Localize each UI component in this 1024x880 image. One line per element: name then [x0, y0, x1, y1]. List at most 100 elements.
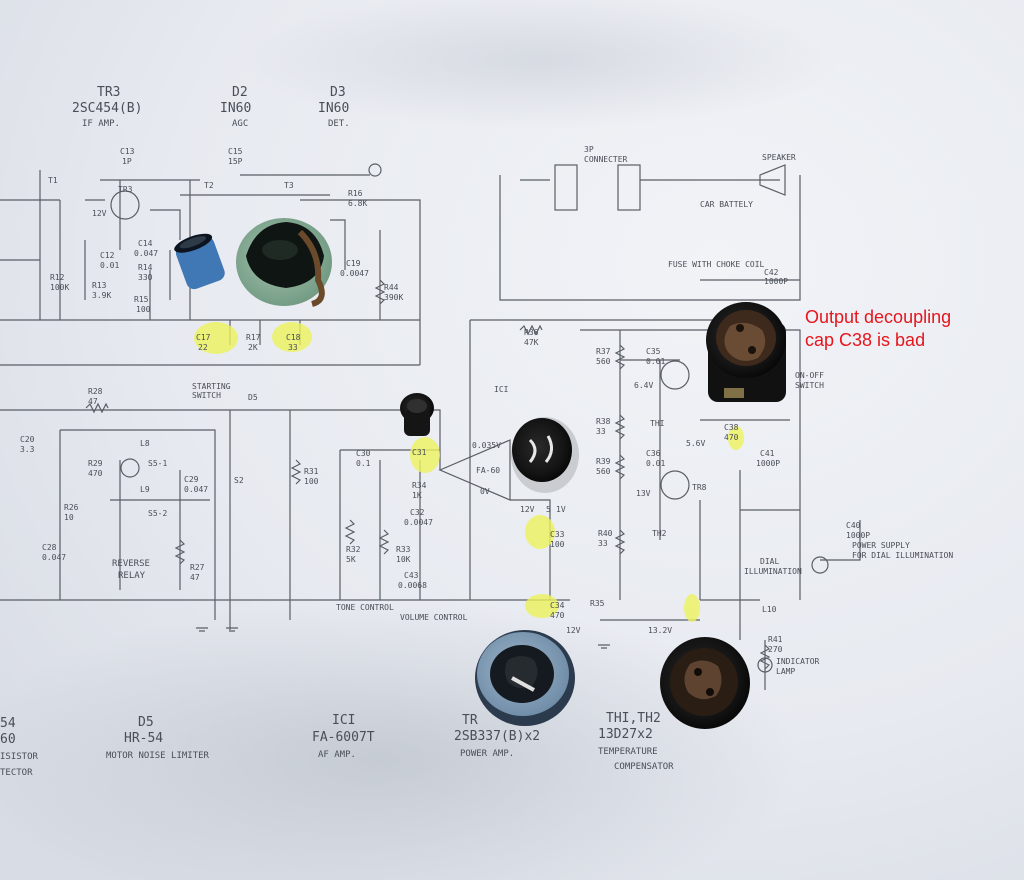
- c15-value: 15P: [228, 157, 243, 166]
- c38-value: 470: [724, 433, 739, 442]
- c42-label: C42: [764, 268, 779, 277]
- th2-label: TH2: [652, 529, 667, 538]
- r39-value: 560: [596, 467, 611, 476]
- r27-value: 47: [190, 573, 200, 582]
- annotation-line2: cap C38 is bad: [805, 330, 925, 350]
- c28-label: C28: [42, 543, 57, 552]
- d2-caption-part: IN60: [220, 101, 251, 116]
- v5-6-label: 5.6V: [686, 439, 705, 448]
- c42-value: 1000P: [764, 277, 788, 286]
- bad-capacitor-c38: [706, 302, 786, 402]
- ic1-label: ICI: [494, 385, 509, 394]
- annotation-line1: Output decoupling: [805, 307, 951, 327]
- ic1-caption-part: FA-6007T: [312, 730, 375, 745]
- r33-label: R33: [396, 545, 411, 554]
- d3-caption-part: IN60: [318, 101, 349, 116]
- r12-value: 100K: [50, 283, 69, 292]
- c17-value: 22: [198, 343, 208, 352]
- tr8-label: TR8: [692, 483, 707, 492]
- r28-label: R28: [88, 387, 103, 396]
- tone-control-label: TONE CONTROL: [336, 603, 394, 612]
- c41-value: 1000P: [756, 459, 780, 468]
- r34-value: 1K: [412, 491, 422, 500]
- r31-label: R31: [304, 467, 319, 476]
- ic1-caption-role: AF AMP.: [318, 750, 356, 760]
- dial-label: DIAL: [760, 557, 779, 566]
- r26-value: 10: [64, 513, 74, 522]
- starting-switch-label: STARTING: [192, 382, 231, 391]
- on-off-label: ON-OFF: [795, 371, 824, 380]
- r36-value: 47K: [524, 338, 539, 347]
- d3-caption-name: D3: [330, 85, 346, 100]
- r28-value: 47: [88, 397, 98, 406]
- d4-caption-name: 54: [0, 716, 16, 731]
- d5-caption-role: MOTOR NOISE LIMITER: [106, 751, 210, 761]
- c43-value: 0.0068: [398, 581, 427, 590]
- blue-capacitor-large: [475, 630, 575, 726]
- v13-2-label: 13.2V: [648, 626, 672, 635]
- c19-label: C19: [346, 259, 361, 268]
- r16-label: R16: [348, 189, 363, 198]
- r33-value: 10K: [396, 555, 411, 564]
- black-capacitor-bottom: [660, 637, 750, 729]
- c17-label: C17: [196, 333, 211, 342]
- d5-caption-name: D5: [138, 715, 154, 730]
- c36-value: 0.01: [646, 459, 665, 468]
- c14-label: C14: [138, 239, 153, 248]
- v12b-label: 12V: [520, 505, 535, 514]
- r15-value: 100: [136, 305, 151, 314]
- c32-value: 0.0047: [404, 518, 433, 527]
- dial-label-2: ILLUMINATION: [744, 567, 802, 576]
- bottom-captions: 54 60 ISISTOR TECTOR D5 HR-54 MOTOR NOIS…: [0, 711, 674, 778]
- r37-value: 560: [596, 357, 611, 366]
- ic1-caption-name: ICI: [332, 713, 355, 728]
- tr3-caption-role: IF AMP.: [82, 119, 120, 129]
- t2-label: T2: [204, 181, 214, 190]
- s2-label: S2: [234, 476, 244, 485]
- r32-label: R32: [346, 545, 361, 554]
- c35-value: 0.01: [646, 357, 665, 366]
- r44-value: 390K: [384, 293, 403, 302]
- l9-label: L9: [140, 485, 150, 494]
- volume-control-label: VOLUME CONTROL: [400, 613, 468, 622]
- r40-label: R40: [598, 529, 613, 538]
- c36-label: C36: [646, 449, 661, 458]
- l10-label: L10: [762, 605, 777, 614]
- d5-caption-part: HR-54: [124, 731, 163, 746]
- d4-caption-role1: ISISTOR: [0, 752, 39, 762]
- r35-label: R35: [590, 599, 605, 608]
- r14-value: 330: [138, 273, 153, 282]
- c29-label: C29: [184, 475, 199, 484]
- v5-label: 5: [546, 505, 551, 514]
- connector-label-2: CONNECTER: [584, 155, 628, 164]
- tr-caption-role: POWER AMP.: [460, 749, 514, 759]
- c31-label: C31: [412, 448, 427, 457]
- r16-value: 6.8K: [348, 199, 367, 208]
- r27-label: R27: [190, 563, 205, 572]
- v6-4-label: 6.4V: [634, 381, 653, 390]
- d3-caption-role: DET.: [328, 119, 350, 129]
- r17-label: R17: [246, 333, 261, 342]
- c15-label: C15: [228, 147, 243, 156]
- r37-label: R37: [596, 347, 611, 356]
- component-labels: 3P CONNECTER SPEAKER CAR BATTELY FUSE WI…: [20, 145, 953, 676]
- annotation: Output decoupling cap C38 is bad: [805, 307, 951, 350]
- r41-value: 270: [768, 645, 783, 654]
- r15-label: R15: [134, 295, 149, 304]
- c20-label: C20: [20, 435, 35, 444]
- connector-label: 3P: [584, 145, 594, 154]
- r32-value: 5K: [346, 555, 356, 564]
- r13-label: R13: [92, 281, 107, 290]
- d4-caption-role2: TECTOR: [0, 768, 33, 778]
- indicator-label-2: LAMP: [776, 667, 795, 676]
- r36-label: R36: [524, 328, 539, 337]
- d2-caption-role: AGC: [232, 119, 248, 129]
- r14-label: R14: [138, 263, 153, 272]
- v13-label: 13V: [636, 489, 651, 498]
- c40-value: 1000P: [846, 531, 870, 540]
- ic-area-capacitor: [511, 417, 579, 493]
- v1-label: 1V: [556, 505, 566, 514]
- c28-value: 0.047: [42, 553, 66, 562]
- indicator-label: INDICATOR: [776, 657, 820, 666]
